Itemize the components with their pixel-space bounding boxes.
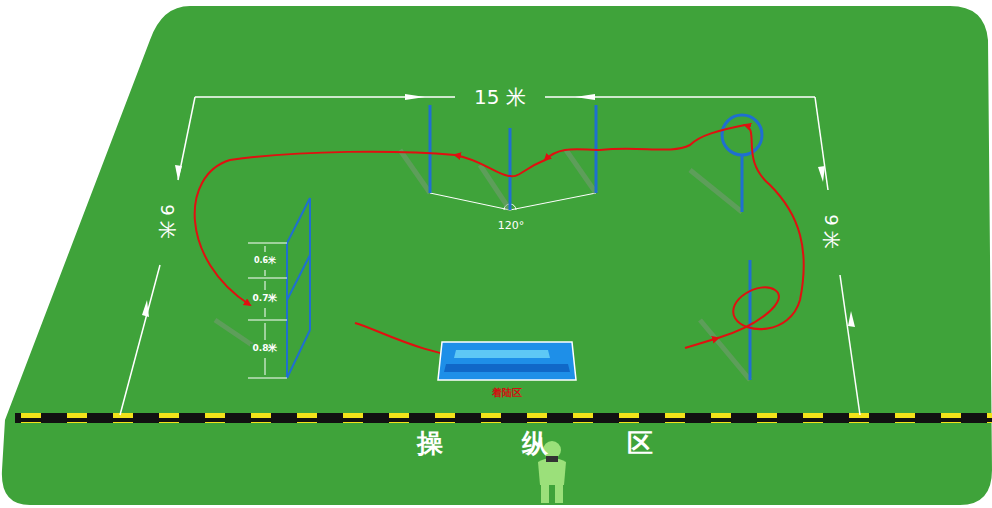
angle-label: 120° [498, 220, 525, 232]
post-shadows [215, 150, 750, 380]
pad-stripe [454, 350, 550, 358]
dimension-label: 9 米 [822, 214, 842, 249]
landing-pad-shape [436, 340, 578, 382]
height-label: 0.6米 [251, 257, 279, 266]
flight-path [195, 125, 804, 360]
boundary-line [15, 413, 992, 423]
pad-stripe [444, 364, 570, 372]
height-ticks [248, 243, 287, 378]
dimension-label: 9 米 [158, 204, 178, 239]
dimension-label: 15 米 [471, 86, 529, 108]
pad-label: 着陆区 [436, 386, 578, 400]
field-ground [2, 6, 992, 505]
zone-char: 纵 [522, 429, 548, 458]
zone-char: 区 [627, 429, 653, 458]
dimension-lines [120, 97, 860, 415]
gate-posts [430, 105, 762, 380]
frame-gate [287, 198, 310, 378]
zone-char: 操 [417, 429, 443, 458]
angle-lines [430, 193, 596, 210]
height-label: 0.8米 [250, 344, 281, 354]
pad-stripe [438, 342, 576, 380]
landing-pad: 着陆区 [436, 340, 578, 400]
height-label: 0.7米 [250, 294, 281, 304]
